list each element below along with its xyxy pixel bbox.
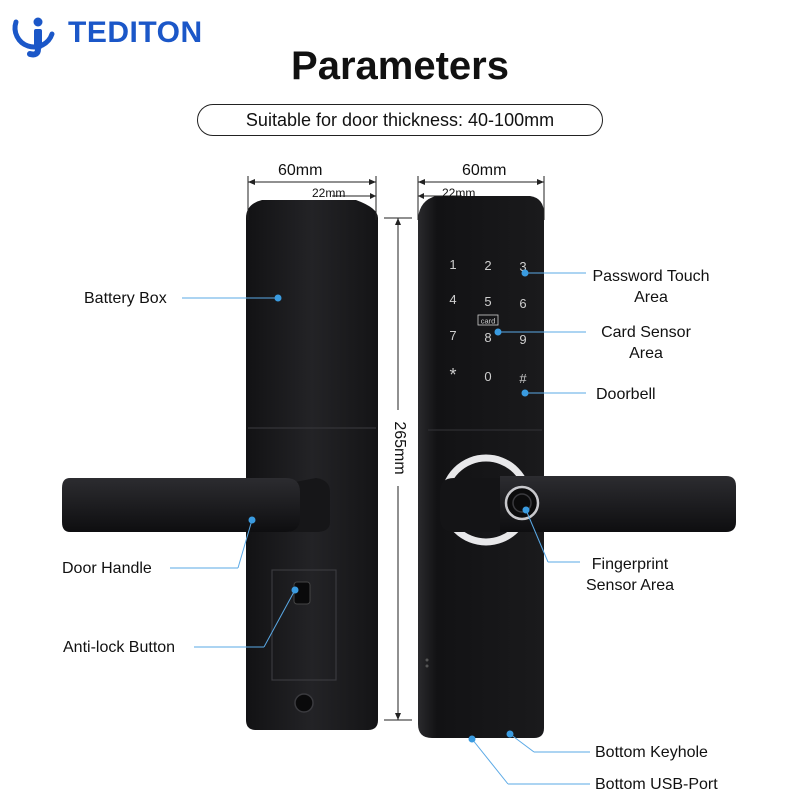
back-keyhole (294, 693, 314, 713)
label-card-sensor: Card Sensor Area (586, 322, 706, 364)
callout-dots (248, 269, 530, 743)
back-panel (62, 200, 378, 730)
label-password-touch-line1: Password Touch (592, 268, 710, 285)
keypad-key: 3 (519, 259, 526, 274)
label-door-handle: Door Handle (62, 560, 152, 577)
keypad-key: 2 (484, 258, 491, 273)
keypad-key: 7 (449, 328, 456, 343)
label-password-touch-line2: Area (634, 289, 668, 306)
card-label: card (481, 317, 496, 326)
label-fingerprint-line1: Fingerprint (591, 556, 669, 573)
keypad-key: 9 (519, 332, 526, 347)
keypad-key: # (519, 371, 527, 386)
keypad-key: 8 (484, 330, 491, 345)
card-icon (477, 314, 499, 326)
label-password-touch: Password Touch Area (586, 266, 716, 308)
label-fingerprint-line2: Sensor Area (585, 577, 675, 594)
door-handle-left (62, 478, 300, 532)
dimension-lines (247, 176, 545, 721)
dimension-left-inner: 22mm (312, 186, 346, 200)
label-anti-lock-button: Anti-lock Button (63, 639, 176, 656)
label-bottom-keyhole: Bottom Keyhole (595, 744, 708, 761)
brand-name: TEDITON (68, 16, 203, 49)
label-fingerprint: Fingerprint Sensor Area (580, 554, 680, 596)
keypad-key: 4 (449, 292, 456, 307)
keypad-key: 5 (484, 294, 491, 309)
label-card-sensor-line2: Area (629, 345, 663, 362)
door-handle-right (500, 476, 736, 532)
callout-lines (170, 272, 590, 785)
dimension-left-width: 60mm (278, 162, 323, 179)
keypad-key: 0 (484, 369, 491, 384)
keypad: 1 2 3 4 5 6 7 8 9 * 0 # card (449, 257, 527, 386)
brand-logo-icon (12, 17, 55, 58)
door-thickness-badge: Suitable for door thickness: 40-100mm (197, 104, 603, 136)
keypad-key: 6 (519, 296, 526, 311)
dimension-arrows (248, 179, 544, 720)
label-doorbell: Doorbell (596, 386, 656, 403)
page-title: Parameters (291, 44, 509, 88)
label-battery-box: Battery Box (84, 290, 167, 307)
brand-logo (8, 14, 228, 58)
label-bottom-usb: Bottom USB-Port (595, 776, 718, 793)
keypad-key: 1 (449, 257, 456, 272)
dimension-height: 265mm (391, 421, 408, 475)
dimension-right-inner: 22mm (442, 186, 476, 200)
dimension-right-width: 60mm (462, 162, 507, 179)
anti-lock-cover (271, 569, 337, 681)
label-card-sensor-line1: Card Sensor (601, 324, 691, 341)
fingerprint-sensor (504, 485, 540, 521)
keypad-key: * (449, 365, 456, 385)
